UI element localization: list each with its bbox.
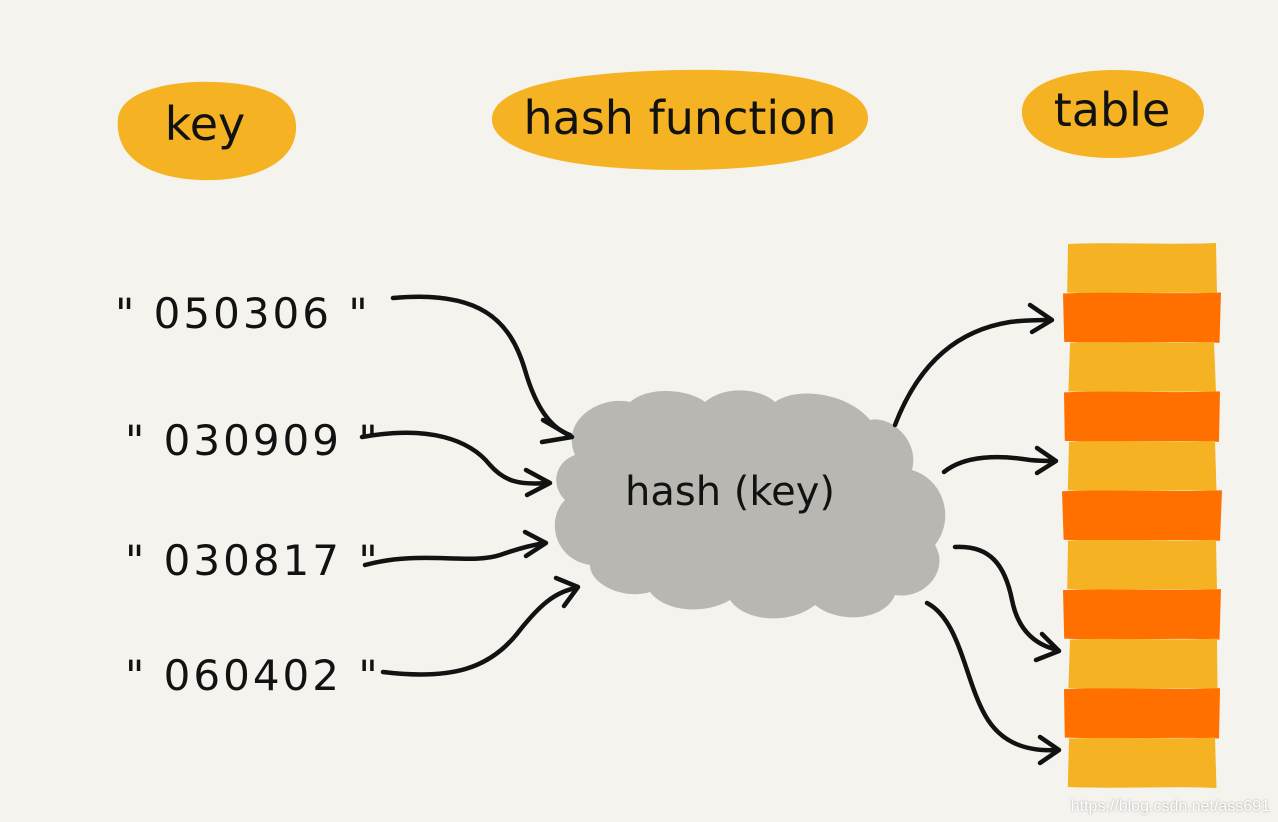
arrow-key-060402 <box>380 585 579 677</box>
table-slot <box>1067 243 1217 294</box>
watermark: https://blog.csdn.net/ass691 <box>1070 798 1270 815</box>
header-hash-function-pill <box>491 69 868 170</box>
table-slot <box>1062 490 1222 541</box>
table-slot <box>1064 688 1220 739</box>
table-slot <box>1068 341 1216 393</box>
arrowhead-key-050306 <box>539 417 575 445</box>
arrowhead-to-slot-5 <box>1034 445 1059 476</box>
header-hash-function-label: hash function <box>524 91 837 145</box>
table-slot <box>1067 737 1217 788</box>
table-slot <box>1067 539 1217 591</box>
key-050306: " 050306 " <box>115 289 371 338</box>
key-030909: " 030909 " <box>125 416 381 465</box>
arrowhead-to-slot-11 <box>1037 734 1062 766</box>
arrow-to-slot-9 <box>952 544 1061 653</box>
key-060402: " 060402 " <box>125 651 381 700</box>
arrowhead-to-slot-2 <box>1027 302 1055 335</box>
arrow-to-slot-5 <box>941 454 1058 475</box>
arrow-to-slot-11 <box>924 600 1061 753</box>
arrowhead-key-030817 <box>522 529 549 559</box>
hash-cloud-label: hash (key) <box>625 469 835 515</box>
input-arrows <box>359 294 581 677</box>
arrow-key-050306 <box>390 294 573 438</box>
arrow-key-030817 <box>362 540 548 568</box>
arrowhead-to-slot-9 <box>1033 631 1062 663</box>
table-slot <box>1063 589 1221 640</box>
hash-table <box>1062 243 1222 788</box>
arrow-key-030909 <box>359 430 551 486</box>
output-arrows <box>892 302 1062 766</box>
table-slot <box>1063 292 1221 343</box>
arrow-to-slot-2 <box>892 317 1053 428</box>
header-key: key <box>117 81 297 181</box>
header-hash-function: hash function <box>491 69 868 170</box>
arrowhead-key-030909 <box>523 467 553 498</box>
header-key-pill <box>117 81 297 181</box>
table-slot <box>1064 391 1220 442</box>
header-table: table <box>1021 70 1205 158</box>
header-key-label: key <box>165 97 246 151</box>
table-slot <box>1068 638 1218 690</box>
arrowhead-key-060402 <box>553 575 581 609</box>
table-slot <box>1067 440 1217 492</box>
header-table-label: table <box>1054 83 1171 137</box>
header-table-pill <box>1021 70 1205 158</box>
key-030817: " 030817 " <box>125 536 381 585</box>
hash-cloud <box>554 390 946 619</box>
